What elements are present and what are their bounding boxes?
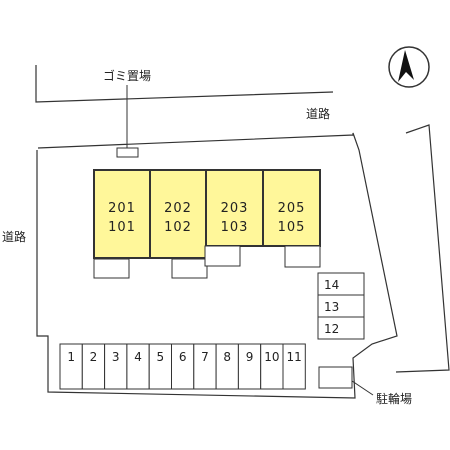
parking-number: 4: [134, 350, 142, 364]
bicycle-leader-line: [351, 380, 374, 396]
unit-label: 103: [221, 220, 249, 235]
parking-number: 8: [223, 350, 231, 364]
parking-number: 7: [201, 350, 209, 364]
bicycle-label: 駐輪場: [376, 391, 412, 406]
unit-label: 202: [164, 201, 192, 216]
parking-number: 3: [112, 350, 120, 364]
road-top-label: 道路: [306, 106, 330, 121]
unit-label: 201: [108, 201, 136, 216]
parking-number: 10: [264, 350, 279, 364]
parking-right: 14 13 12: [317, 272, 365, 340]
parking-number: 2: [90, 350, 98, 364]
parking-space-12: [317, 316, 365, 340]
parking-number: 1: [67, 350, 75, 364]
road-top-edge: [35, 65, 334, 103]
garbage-area: [116, 147, 139, 158]
buildings: 201 101 202 102 203 103 205 105: [93, 169, 321, 259]
site-boundary: [36, 132, 398, 399]
unit-label: 205: [278, 201, 306, 216]
parking-number: 11: [287, 350, 302, 364]
parking-number: 6: [179, 350, 187, 364]
road-left-label: 道路: [2, 229, 26, 244]
unit-label: 102: [164, 220, 192, 235]
unit-label: 105: [278, 220, 306, 235]
unit-label: 101: [108, 220, 136, 235]
entrance-step-1: [93, 258, 130, 279]
entrance-step-2: [171, 258, 208, 279]
unit-label: 203: [221, 201, 249, 216]
entrance-step-3: [204, 245, 241, 267]
parking-number: 14: [324, 278, 339, 292]
north-arrow-icon: [388, 46, 430, 88]
parking-number: 9: [246, 350, 254, 364]
parking-number: 5: [157, 350, 165, 364]
parking-space-11: [282, 343, 306, 390]
parking-number: 12: [324, 322, 339, 336]
road-right-edge: [395, 124, 450, 373]
building-201: [93, 169, 151, 259]
bicycle-parking-area: [318, 366, 353, 389]
entrance-step-4: [284, 245, 321, 268]
garbage-label: ゴミ置場: [103, 68, 151, 83]
parking-number: 13: [324, 300, 339, 314]
